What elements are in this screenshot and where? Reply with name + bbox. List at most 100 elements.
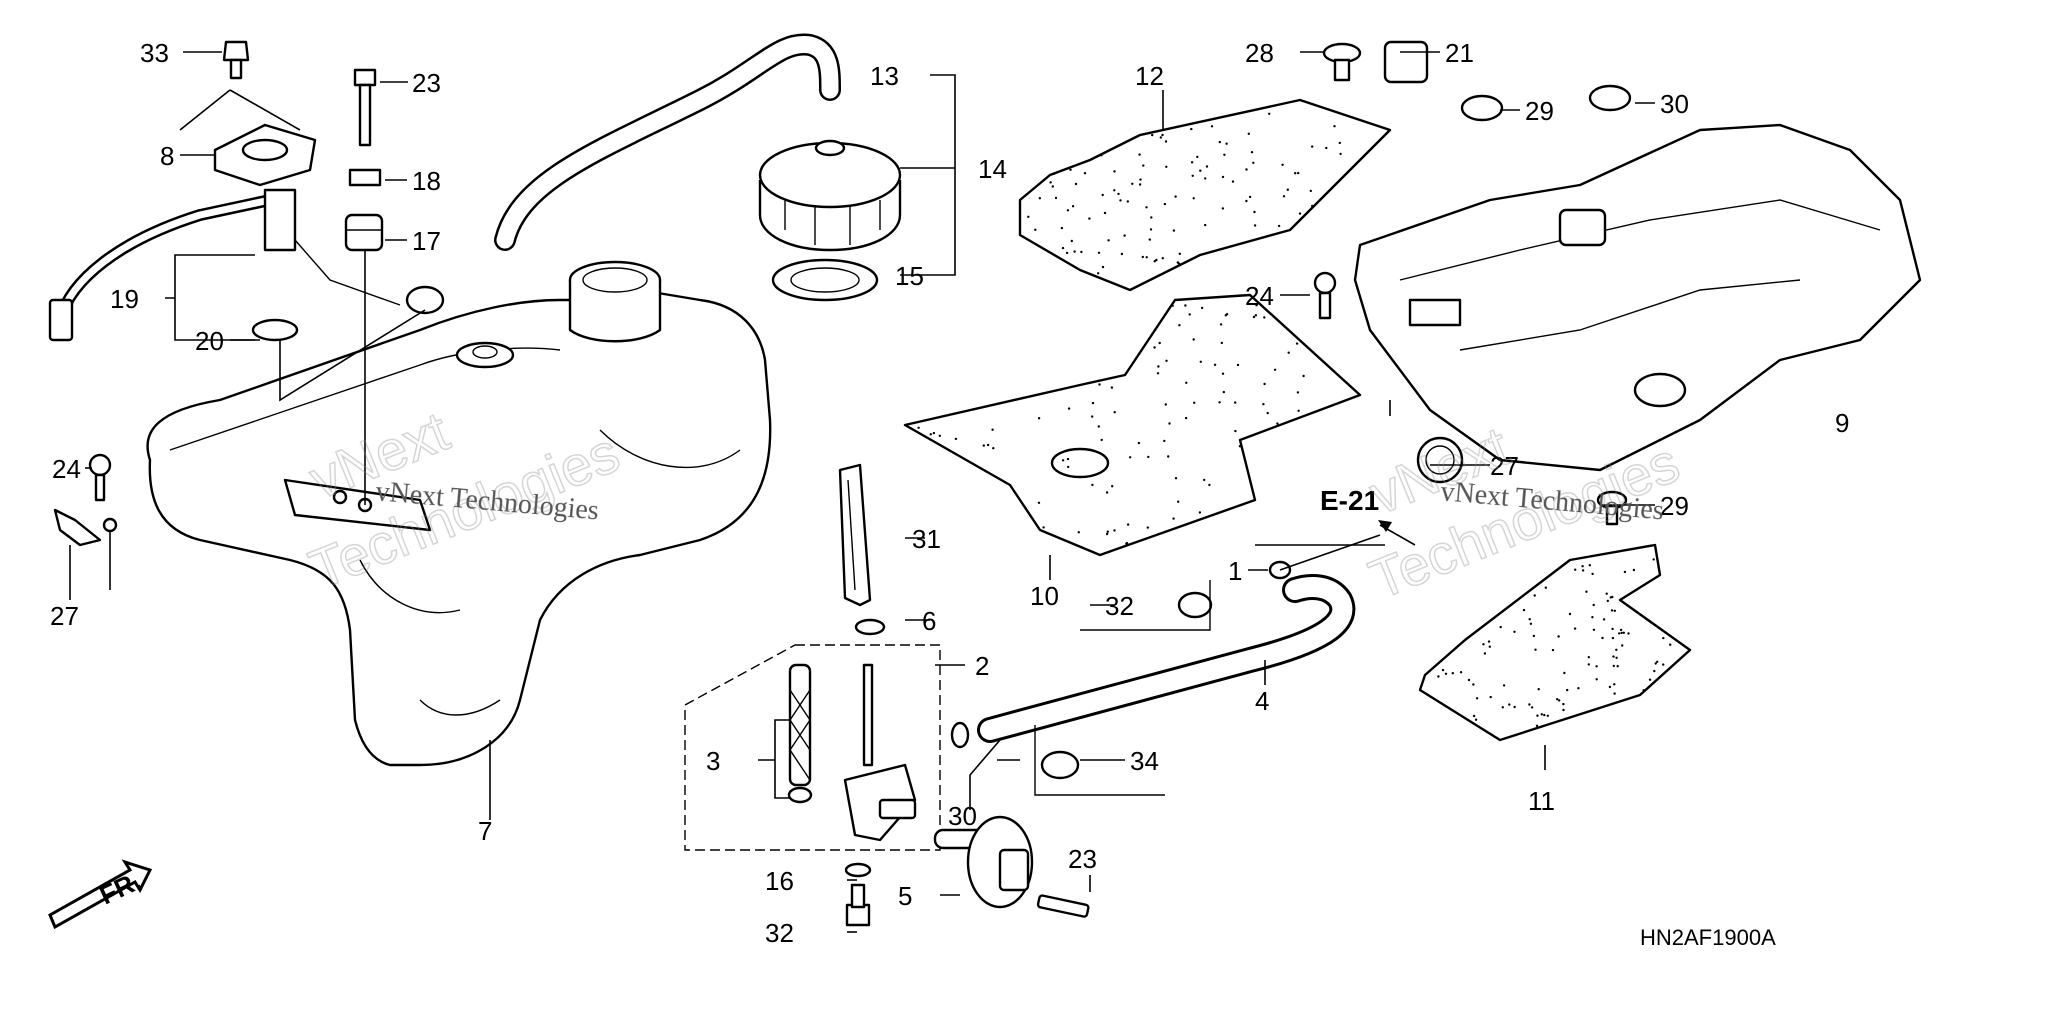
- mat-texture-dot: [1221, 372, 1225, 375]
- mat-texture-dot: [1103, 211, 1107, 215]
- mat-texture-dot: [1287, 351, 1290, 354]
- mat-texture-dot: [1591, 572, 1594, 576]
- callout-14: 14: [978, 154, 1007, 184]
- grommet-17: [344, 213, 384, 252]
- mat-texture-dot: [1221, 207, 1225, 210]
- mat-texture-dot: [1101, 193, 1104, 197]
- callout-29-left: 29: [1525, 96, 1554, 126]
- mat-texture-dot: [1386, 130, 1390, 133]
- mat-texture-dot: [1091, 401, 1095, 405]
- mat-texture-dot: [1146, 526, 1150, 529]
- mat-texture-dot: [1067, 465, 1070, 469]
- mat-texture-dot: [1117, 192, 1120, 196]
- mat-texture-dot: [1100, 154, 1103, 157]
- callout-6: 6: [922, 606, 936, 636]
- mat-texture-dot: [1253, 210, 1256, 214]
- mat-texture-dot: [1101, 265, 1105, 269]
- mat-texture-dot: [1619, 628, 1623, 632]
- mat-texture-dot: [1472, 714, 1476, 718]
- grommet-21: [1383, 40, 1429, 84]
- callout-27-top: 28: [1245, 38, 1274, 68]
- mat-texture-dot: [1222, 390, 1226, 394]
- mat-texture-dot: [1066, 457, 1070, 461]
- mat-texture-dot: [1627, 632, 1630, 635]
- mat-texture-dot: [1113, 189, 1116, 192]
- callout-20: 20: [195, 326, 224, 356]
- mat-texture-dot: [1474, 718, 1478, 721]
- mat-texture-dot: [1558, 699, 1561, 702]
- callout-27-bottom: 29: [1660, 491, 1689, 521]
- mat-texture-dot: [1070, 239, 1074, 243]
- mat-texture-dot: [1623, 570, 1627, 574]
- mat-texture-dot: [1529, 622, 1533, 625]
- mat-texture-dot: [1253, 224, 1257, 227]
- mat-texture-dot: [1487, 640, 1491, 643]
- mat-texture-dot: [1595, 665, 1598, 668]
- mat-texture-dot: [1113, 411, 1116, 414]
- mat-texture-dot: [1110, 386, 1114, 389]
- callout-33: 32: [1105, 591, 1134, 621]
- mat-texture-dot: [1188, 313, 1191, 316]
- mat-texture-dot: [1052, 172, 1056, 175]
- mat-texture-dot: [1581, 569, 1585, 572]
- mat-texture-dot: [1213, 363, 1217, 366]
- mat-texture-dot: [1071, 205, 1075, 208]
- callout-15: 15: [895, 261, 924, 291]
- mat-texture-dot: [1652, 558, 1655, 561]
- callout-19: 19: [110, 284, 139, 314]
- mat-texture-dot: [1656, 660, 1659, 663]
- callout-30: 31: [912, 524, 941, 554]
- mat-texture-dot: [1174, 195, 1177, 198]
- mat-texture-dot: [1149, 228, 1153, 231]
- bracket-26: [53, 508, 118, 547]
- mat-texture-dot: [1113, 529, 1116, 532]
- mat-texture-dot: [1266, 411, 1269, 415]
- mat-texture-dot: [1606, 599, 1610, 603]
- mat-texture-dot: [1459, 671, 1463, 674]
- mat-texture-dot: [1669, 643, 1672, 646]
- mat-texture-dot: [1164, 140, 1168, 143]
- mat-texture-dot: [1198, 511, 1202, 514]
- mat-texture-dot: [1191, 174, 1194, 177]
- mat-texture-dot: [1297, 171, 1300, 175]
- mat-texture-dot: [1277, 224, 1281, 228]
- fuel-cap: [758, 139, 902, 252]
- e21-label: E-21: [1320, 485, 1379, 516]
- mat-texture-dot: [1472, 683, 1475, 686]
- mat-texture-dot: [1027, 215, 1030, 218]
- mat-texture-dot: [1156, 372, 1160, 375]
- mat-texture-dot: [1167, 455, 1170, 458]
- mat-texture-dot: [1551, 648, 1555, 652]
- mat-texture-dot: [1268, 112, 1271, 116]
- mat-texture-dot: [1557, 635, 1560, 638]
- mat-texture-dot: [1540, 713, 1544, 716]
- mat-texture-dot: [1302, 374, 1305, 378]
- mat-texture-dot: [1083, 172, 1087, 175]
- mat-texture-dot: [1190, 161, 1194, 164]
- mat-texture-dot: [1325, 146, 1328, 150]
- mat-texture-dot: [1592, 603, 1595, 607]
- callout-1: 1: [1228, 556, 1242, 586]
- mat-texture-dot: [1612, 655, 1615, 658]
- mat-texture-dot: [1131, 182, 1134, 185]
- mat-texture-dot: [1204, 177, 1207, 180]
- mat-texture-dot: [1608, 685, 1612, 689]
- mat-texture-dot: [1501, 706, 1505, 709]
- mat-texture-dot: [1483, 652, 1487, 655]
- mat-texture-dot: [1535, 724, 1539, 727]
- cap-29-left: [1460, 94, 1504, 122]
- mat-texture-dot: [1437, 675, 1440, 678]
- mat-texture-dot: [1263, 382, 1266, 386]
- mat-texture-dot: [1138, 153, 1141, 156]
- mat-texture-dot: [1192, 338, 1195, 341]
- clamp-25: [1416, 436, 1464, 484]
- mat-texture-dot: [1196, 155, 1199, 159]
- screw-23: [1036, 894, 1090, 918]
- callout-28: 30: [948, 801, 977, 831]
- mat-texture-dot: [1568, 612, 1572, 616]
- mat-texture-dot: [1475, 697, 1479, 700]
- mat-texture-dot: [1236, 363, 1240, 367]
- valve-knob: [933, 815, 1034, 909]
- mat-texture-dot: [1654, 662, 1657, 665]
- mat-texture-dot: [1060, 226, 1064, 230]
